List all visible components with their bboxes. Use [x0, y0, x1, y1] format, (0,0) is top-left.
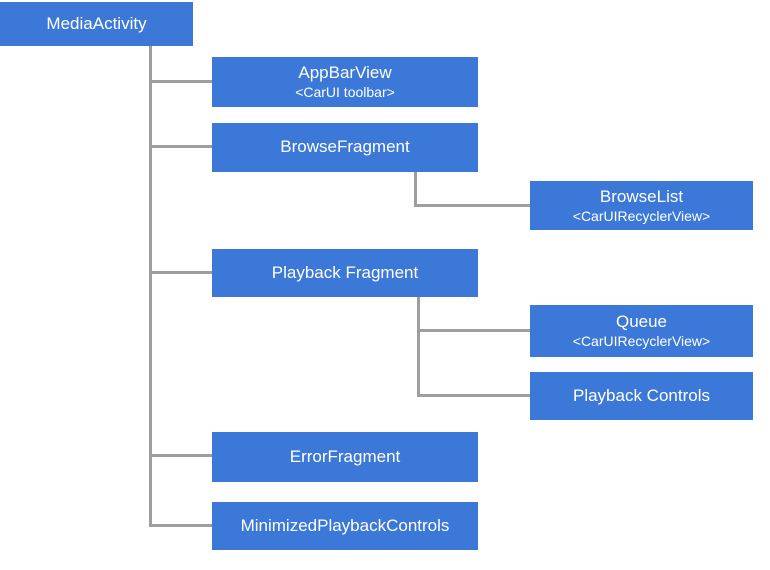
node-error-fragment: ErrorFragment: [212, 432, 478, 482]
node-playback-fragment: Playback Fragment: [212, 249, 478, 297]
node-label: Playback Fragment: [271, 262, 419, 282]
node-label: Queue: [615, 312, 668, 332]
connector-branch-error-fragment: [149, 454, 212, 457]
node-label: AppBarView: [298, 63, 392, 83]
node-label: BrowseFragment: [280, 137, 410, 157]
connector-branch-browse-list: [414, 204, 530, 207]
node-label: BrowseList: [599, 186, 684, 206]
node-browse-fragment: BrowseFragment: [212, 123, 478, 172]
node-sublabel: <CarUIRecyclerView>: [572, 333, 711, 350]
connector-branch-minimized-playback-controls: [149, 524, 212, 527]
connector-trunk: [149, 46, 152, 527]
connector-branch-queue: [417, 329, 530, 332]
node-label: Playback Controls: [572, 385, 710, 405]
connector-playback-child-vertical: [417, 297, 420, 397]
node-playback-controls: Playback Controls: [530, 372, 753, 420]
node-sublabel: <CarUI toolbar>: [295, 84, 395, 101]
node-queue: Queue <CarUIRecyclerView>: [530, 305, 753, 357]
connector-branch-playback-fragment: [149, 271, 212, 274]
node-label: MinimizedPlaybackControls: [240, 515, 450, 535]
connector-browse-child-vertical: [414, 172, 417, 207]
node-app-bar-view: AppBarView <CarUI toolbar>: [212, 57, 478, 107]
node-label: ErrorFragment: [289, 446, 401, 466]
node-label: MediaActivity: [46, 13, 147, 33]
node-browse-list: BrowseList <CarUIRecyclerView>: [530, 181, 753, 230]
connector-branch-browse-fragment: [149, 145, 212, 148]
connector-branch-playback-controls: [417, 394, 530, 397]
connector-branch-app-bar-view: [149, 80, 212, 83]
node-sublabel: <CarUIRecyclerView>: [572, 207, 711, 224]
node-minimized-playback-controls: MinimizedPlaybackControls: [212, 502, 478, 550]
node-media-activity: MediaActivity: [0, 2, 193, 46]
